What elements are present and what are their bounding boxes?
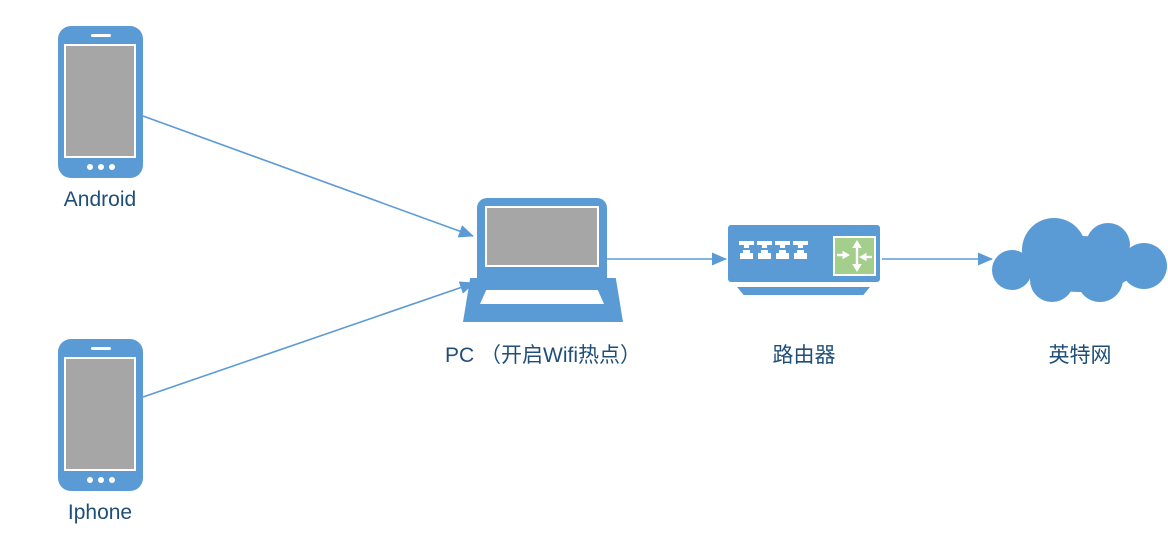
ethernet-port-icon bbox=[775, 241, 790, 260]
phone-speaker-bar bbox=[90, 34, 111, 37]
edge-android-to-pc bbox=[142, 115, 474, 238]
phone-buttons-dots bbox=[86, 477, 115, 483]
android-label: Android bbox=[63, 188, 137, 211]
iphone-label: Iphone bbox=[67, 501, 133, 524]
router-crossroads-icon bbox=[833, 236, 876, 276]
ethernet-port-icon bbox=[793, 241, 808, 260]
phone-screen bbox=[64, 44, 136, 158]
phone-screen bbox=[64, 357, 136, 471]
android-smartphone-icon bbox=[58, 26, 143, 178]
router-stand bbox=[737, 287, 870, 295]
ethernet-port-icon bbox=[739, 241, 754, 260]
cloud-icon bbox=[992, 218, 1167, 302]
iphone-smartphone-icon bbox=[58, 339, 143, 491]
edge-iphone-to-pc bbox=[142, 281, 475, 398]
laptop-keyboard-slot bbox=[480, 290, 604, 304]
phone-speaker-bar bbox=[90, 347, 111, 350]
laptop-icon bbox=[477, 198, 607, 278]
pc-label: PC （开启Wifi热点） bbox=[445, 344, 641, 367]
router-label: 路由器 bbox=[772, 344, 836, 367]
router-ports bbox=[739, 241, 808, 260]
internet-label: 英特网 bbox=[1048, 344, 1112, 367]
phone-buttons-dots bbox=[86, 164, 115, 170]
laptop-screen bbox=[485, 206, 599, 267]
ethernet-port-icon bbox=[757, 241, 772, 260]
